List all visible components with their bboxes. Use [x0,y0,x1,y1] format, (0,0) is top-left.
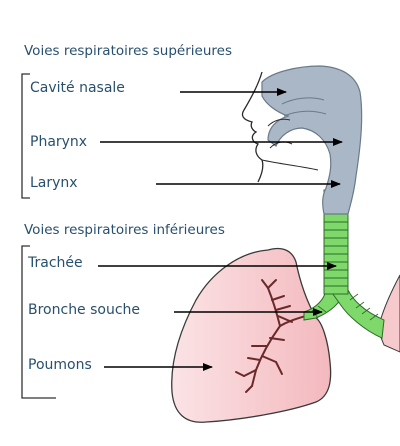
label-trachea: Trachée [28,255,83,271]
upper-airway [261,65,363,215]
label-larynx: Larynx [30,175,78,191]
right-lung [377,274,400,353]
left-lung [171,247,332,423]
upper-bracket [21,73,30,199]
label-main-bronchus: Bronche souche [28,302,141,318]
leader-arrows [98,88,343,371]
label-nasal-cavity: Cavité nasale [30,80,125,96]
upper-airways-heading: Voies respiratoires supérieures [24,43,232,59]
main-bronchus-right [329,289,385,339]
face-profile [241,71,264,183]
bronchial-tree [235,279,319,393]
lower-bracket [21,245,56,399]
label-lungs: Poumons [28,357,92,373]
label-pharynx: Pharynx [30,134,88,150]
lower-airways-heading: Voies respiratoires inférieures [24,222,225,238]
